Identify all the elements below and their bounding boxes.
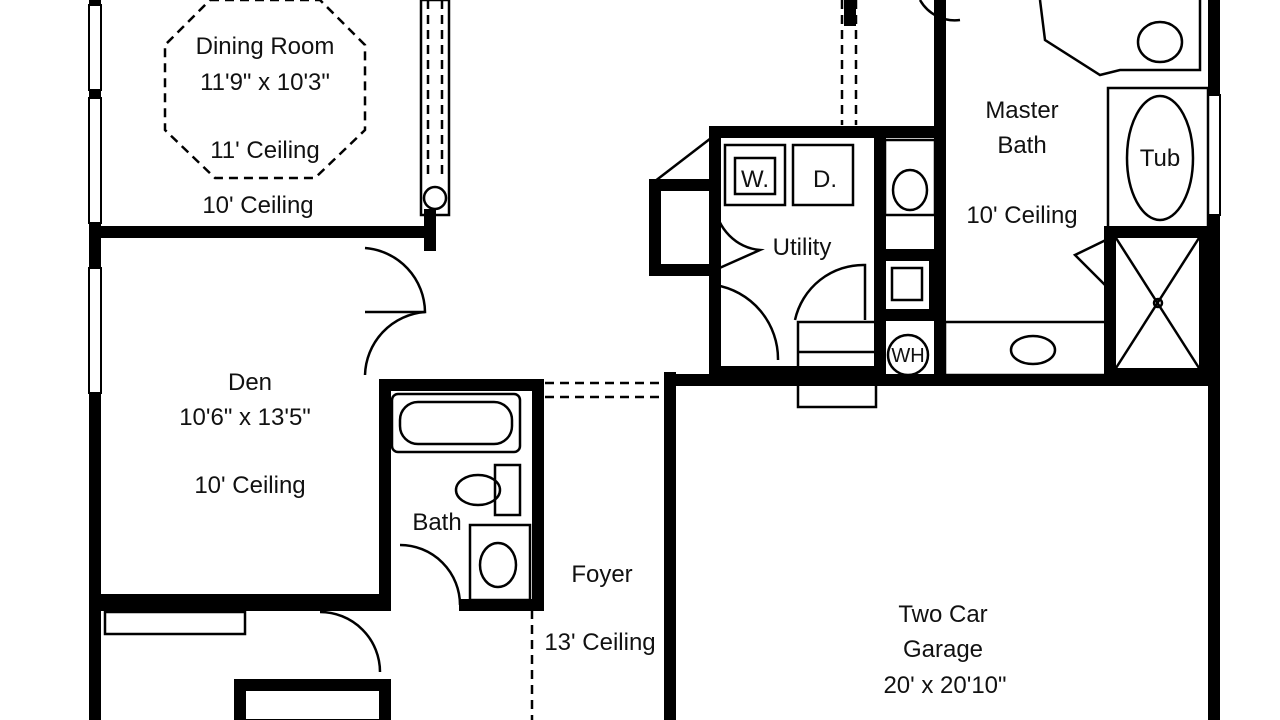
den-size: 10'6" x 13'5" [179,404,311,431]
door-swing[interactable] [713,204,765,272]
toilet-icon [1136,20,1184,64]
garage-label-2: Garage [903,636,983,663]
den-label: Den [228,369,272,396]
windows [88,4,1221,394]
utility-label: Utility [773,234,832,261]
washer-label: W. [741,166,769,193]
master-bath: WH Tub Master Bath 10' Ceiling [874,0,1220,386]
sink-icon [468,523,532,602]
door-swing[interactable] [363,310,426,376]
door-swing[interactable] [319,610,382,673]
water-heater-label: WH [891,345,924,367]
tub-icon [1125,94,1195,222]
foyer: Foyer 13' Ceiling [530,381,665,720]
sink-icon [883,138,937,217]
sink-icon [1009,334,1057,366]
dining-room: Dining Room 11'9" x 10'3" 11' Ceiling 10… [89,0,451,238]
shower-icon [1104,226,1211,380]
bath: Bath [94,379,544,720]
stairs-icon [796,320,878,409]
dining-room-size: 11'9" x 10'3" [200,69,330,96]
foyer-label: Foyer [571,561,632,588]
dining-tray-ceiling: 11' Ceiling [210,137,320,164]
appliance-icon [874,249,941,321]
garage-label-1: Two Car [898,601,987,628]
washer-icon [723,143,787,207]
dining-room-label: Dining Room [196,33,335,60]
door-swing[interactable] [793,263,867,321]
door-swing[interactable] [399,543,462,606]
bath-label: Bath [412,509,461,536]
column-icon [422,185,448,211]
toilet-icon [493,463,522,517]
master-bath-ceiling: 10' Ceiling [966,202,1077,229]
bathtub-icon [390,392,522,454]
garage-size: 20' x 20'10" [883,672,1006,699]
door-swing[interactable] [364,246,427,314]
dryer-label: D. [813,166,837,193]
dining-ceiling: 10' Ceiling [202,192,313,219]
garage: Two Car Garage 20' x 20'10" [664,372,1007,720]
den-ceiling: 10' Ceiling [194,472,305,499]
master-bath-label-2: Bath [997,132,1046,159]
master-bath-label-1: Master [985,97,1058,124]
foyer-ceiling: 13' Ceiling [544,629,655,656]
water-heater-icon [886,333,930,377]
tub-label: Tub [1140,145,1180,172]
dryer-icon [791,143,855,207]
